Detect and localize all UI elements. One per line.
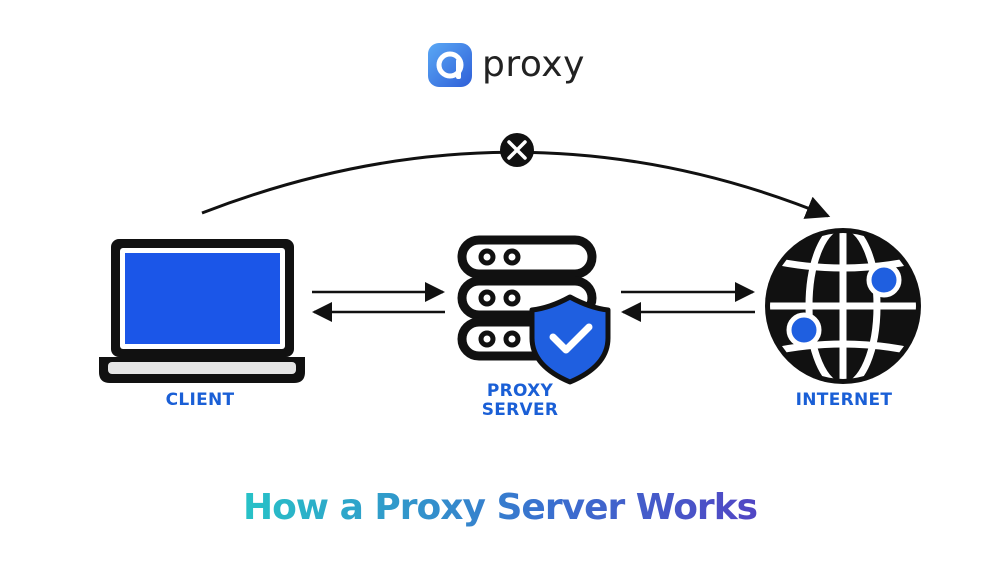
globe-icon [765, 228, 921, 384]
brand-name: proxy [482, 44, 585, 85]
proxy-logo-icon [428, 43, 472, 87]
brand-header: proxy [428, 43, 585, 87]
caption-text: How a Proxy Server Works [242, 487, 758, 528]
x-circle-icon [500, 133, 534, 167]
proxy-server-label: PROXY SERVER [458, 382, 582, 420]
proxy-server-label-line2: SERVER [481, 400, 559, 420]
internet-label: INTERNET [795, 390, 893, 410]
proxy-server-label-line1: PROXY [486, 381, 554, 401]
diagram-caption: How a Proxy Server Works [0, 484, 1000, 532]
client-label: CLIENT [165, 390, 235, 410]
server-shield-icon [457, 235, 611, 385]
laptop-icon [99, 239, 305, 383]
